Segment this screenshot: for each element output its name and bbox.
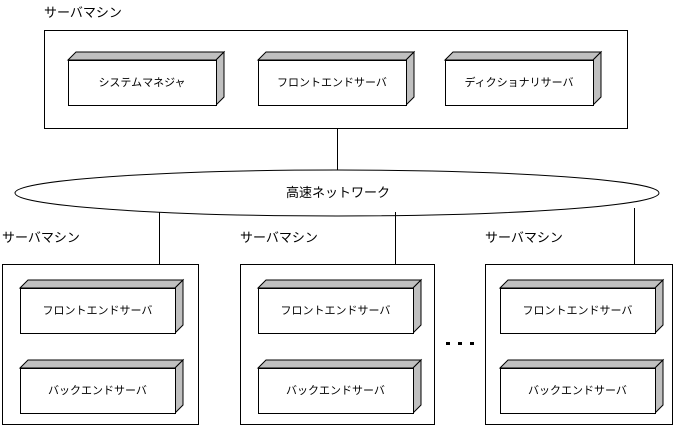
network-cloud-ellipse [14,169,660,217]
node-3d-front-end-server-2 [256,278,423,335]
group-caption-bottom-server-machine-2: サーバマシン [240,230,318,245]
node-3d-dictionary-server [443,50,603,107]
node-label-system-manager: システムマネジャ [98,77,186,89]
node-3d-front-end-server-3 [498,278,665,335]
node-label-dictionary-server: ディクショナリサーバ [464,77,574,89]
node-label-back-end-server-2: バックエンドサーバ [286,385,385,397]
group-caption-top-server-machine: サーバマシン [44,5,122,20]
node-3d-back-end-server-2 [256,358,423,415]
group-box-bottom-server-machine-2 [240,264,435,425]
network-cloud-label: 高速ネットワーク [285,185,390,200]
node-3d-front-end-server-top [256,50,416,107]
group-box-top-server-machine [44,30,628,129]
node-label-front-end-server-2: フロントエンドサーバ [280,305,391,317]
node-label-back-end-server-1: バックエンドサーバ [48,385,147,397]
node-3d-back-end-server-1 [18,358,185,415]
node-label-back-end-server-3: バックエンドサーバ [528,385,627,397]
group-box-bottom-server-machine-1 [2,264,199,425]
node-3d-system-manager [66,50,226,107]
node-label-front-end-server-top: フロントエンドサーバ [277,77,387,89]
ellipsis-dots [446,342,474,345]
node-label-front-end-server-1: フロントエンドサーバ [42,305,153,317]
node-3d-back-end-server-3 [498,358,665,415]
group-caption-bottom-server-machine-3: サーバマシン [485,230,563,245]
node-3d-front-end-server-1 [18,278,185,335]
group-box-bottom-server-machine-3 [485,264,673,425]
group-caption-bottom-server-machine-1: サーバマシン [2,230,80,245]
node-label-front-end-server-3: フロントエンドサーバ [522,305,633,317]
